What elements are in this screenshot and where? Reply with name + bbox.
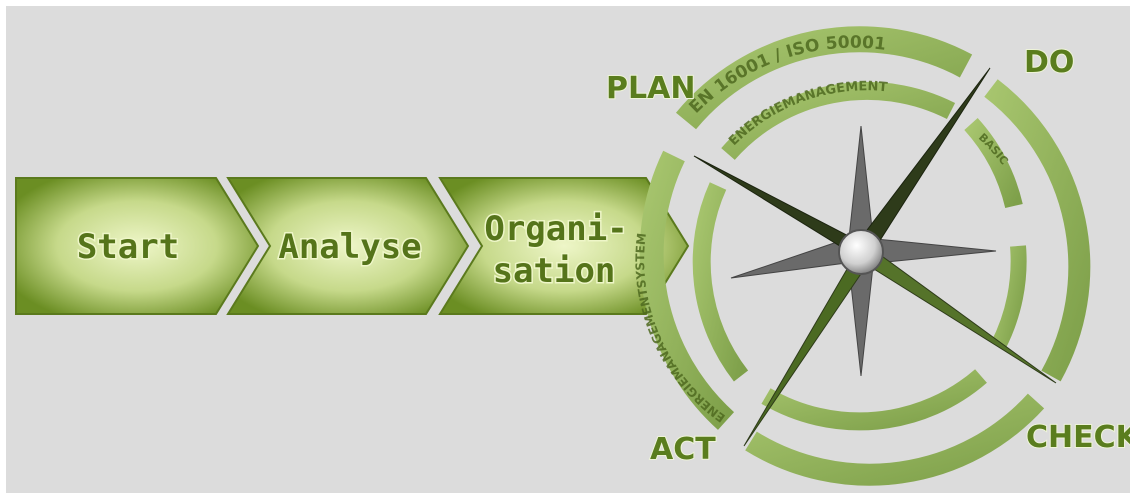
process-chevrons: Start Analyse Organi- sation: [15, 177, 690, 315]
ring-middle-lowright: [990, 245, 1027, 350]
chevron-analyse: Analyse: [226, 177, 470, 315]
needle-north: [848, 125, 874, 239]
chevron-analyse-label: Analyse: [278, 227, 421, 267]
label-check: CHECK: [1026, 420, 1130, 455]
ring-outer-bottom: [745, 393, 1045, 486]
label-plan: PLAN: [606, 71, 695, 106]
compass-hub: [838, 229, 884, 275]
label-act: ACT: [650, 432, 716, 467]
energy-management-diagram: Start Analyse Organi- sation EN 16001 / …: [15, 26, 1130, 486]
needle-east: [875, 238, 997, 264]
ring-middle-left: [692, 182, 749, 382]
ring-middle-right: [964, 117, 1023, 209]
diagram-canvas: Start Analyse Organi- sation EN 16001 / …: [6, 6, 1130, 493]
compass-rings: [639, 26, 1091, 486]
needle-west: [730, 238, 847, 279]
ring-middle-top: [721, 81, 956, 160]
ring-outer-left: [639, 150, 735, 430]
label-do: DO: [1024, 45, 1074, 80]
chevron-organisation-label-line1: Organi-: [484, 209, 627, 249]
chevron-start: Start: [15, 177, 260, 315]
compass-rose-icon: [693, 67, 1057, 447]
ring-outer-top: [675, 26, 973, 130]
chevron-organisation: Organi- sation: [438, 177, 690, 315]
chevron-start-label: Start: [77, 227, 179, 267]
ring-middle-bottom: [761, 369, 987, 431]
chevron-organisation-label-line2: sation: [493, 251, 616, 291]
ring-outer-right: [984, 79, 1091, 382]
